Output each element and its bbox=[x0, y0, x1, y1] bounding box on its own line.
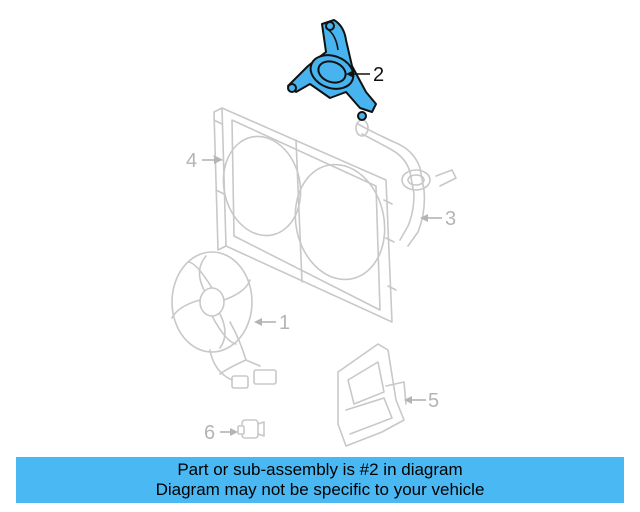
deflector-part-5 bbox=[337, 343, 407, 447]
banner-line-1: Part or sub-assembly is #2 in diagram bbox=[177, 460, 463, 479]
callout-6: 6 bbox=[204, 422, 215, 444]
callout-5: 5 bbox=[428, 390, 439, 412]
cooling-fan-part-1 bbox=[171, 251, 277, 389]
callout-leaders bbox=[202, 70, 442, 436]
info-banner: Part or sub-assembly is #2 in diagram Di… bbox=[16, 457, 624, 503]
callout-1: 1 bbox=[279, 312, 290, 334]
callout-2: 2 bbox=[373, 64, 384, 86]
callout-4: 4 bbox=[186, 150, 197, 172]
sensor-part-6 bbox=[237, 419, 265, 439]
bracket-part-2 bbox=[287, 19, 377, 121]
fan-shroud-part-4 bbox=[213, 107, 397, 323]
banner-line-2: Diagram may not be specific to your vehi… bbox=[155, 480, 485, 499]
callout-3: 3 bbox=[445, 208, 456, 230]
hose-part-3 bbox=[355, 119, 457, 247]
